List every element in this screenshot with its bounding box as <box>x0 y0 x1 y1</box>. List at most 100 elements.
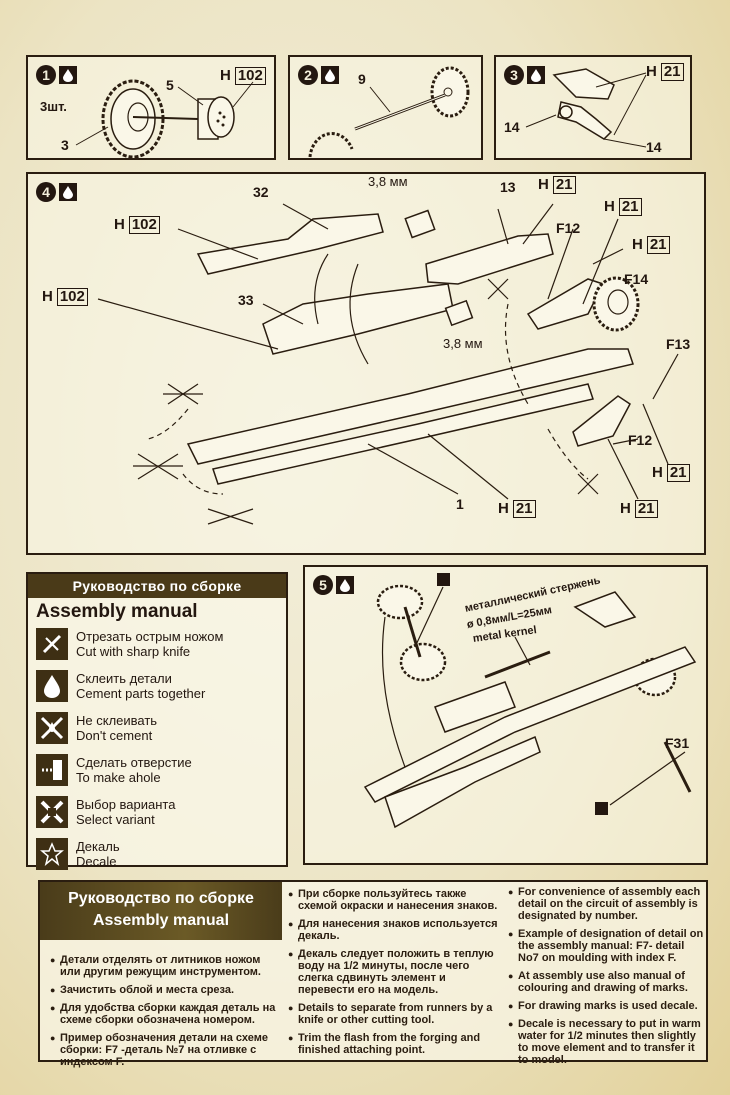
wheel-drawing <box>75 79 254 159</box>
paint-prefix: H <box>604 198 615 215</box>
chassis-drawing <box>97 203 679 525</box>
decal-star-icon <box>36 838 68 870</box>
part-label: F14 <box>624 271 649 287</box>
glue-drop-icon <box>36 670 68 702</box>
legend-text-en: Select variant <box>76 812 155 827</box>
step-4-header: 4 <box>36 182 77 202</box>
step-5-panel: 5 металлический стержень ø 0,8мм/L=25мм … <box>303 565 708 865</box>
instruction-item: При сборке пользуйтесь также схемой окра… <box>288 888 503 912</box>
legend-text-en: To make ahole <box>76 770 161 785</box>
step-2-header: 2 <box>298 65 339 85</box>
instruction-item: Пример обозначения детали на схеме сборк… <box>50 1032 282 1068</box>
instructions-panel: Руководство по сборке Assembly manual Де… <box>38 880 708 1068</box>
paint-number: 21 <box>646 236 670 254</box>
step-3-header: 3 <box>504 65 545 85</box>
instruction-item: Детали отделять от литников ножом или др… <box>50 954 282 978</box>
dimension-label: 3,8 мм <box>368 174 408 189</box>
part-label: 3 <box>61 137 69 153</box>
paint-number: 21 <box>660 63 684 81</box>
step-2-panel: 2 9 <box>288 55 483 160</box>
part-label: F31 <box>665 735 690 751</box>
paint-prefix: H <box>538 176 549 193</box>
instructions-list-ru: Детали отделять от литников ножом или др… <box>50 954 282 1074</box>
manual-header: Руководство по сборке Assembly manual <box>40 882 282 940</box>
paint-prefix: H <box>652 464 663 481</box>
knife-icon <box>36 628 68 660</box>
dimension-label: 3,8 мм <box>443 336 483 351</box>
legend-text-ru: Выбор варианта <box>76 797 176 812</box>
instruction-item: Example of designation of detail on the … <box>508 928 704 964</box>
part-label: 33 <box>238 292 254 308</box>
assembly-drawing <box>363 573 697 829</box>
legend-text-ru: Отрезать острым ножом <box>76 629 224 644</box>
paint-number: 21 <box>618 198 642 216</box>
part-label: 9 <box>358 71 366 87</box>
part-label: 13 <box>500 179 516 195</box>
legend-title-en: Assembly manual <box>36 601 198 622</box>
part-label: F12 <box>556 220 581 236</box>
instruction-item: For convenience of assembly each detail … <box>508 886 704 922</box>
paint-number: 102 <box>128 216 160 234</box>
instruction-item: For drawing marks is used decale. <box>508 1000 704 1012</box>
manual-title-ru: Руководство по сборке <box>68 890 254 907</box>
legend-text-en: Decale <box>76 854 117 869</box>
legend-text-en: Cement parts together <box>76 686 206 701</box>
instruction-item: Trim the flash from the forging and fini… <box>288 1032 503 1056</box>
part-label: 14 <box>504 119 520 135</box>
legend-text-ru: Декаль <box>76 839 120 854</box>
part-label: F13 <box>666 336 691 352</box>
instruction-item: Зачистить облой и места среза. <box>50 984 282 996</box>
paint-prefix: H <box>42 288 53 305</box>
glue-drop-icon <box>321 66 339 84</box>
instruction-item: Декаль следует положить в теплую воду на… <box>288 948 503 996</box>
quantity-label: 3шт. <box>40 99 67 114</box>
step-number: 3 <box>504 65 524 85</box>
part-label: 14 <box>646 139 662 155</box>
part-label: 1 <box>456 496 464 512</box>
instructions-list-en: For convenience of assembly each detail … <box>508 886 704 1072</box>
part-label: 5 <box>166 77 174 93</box>
paint-prefix: H <box>646 63 657 80</box>
part-label: F12 <box>628 432 653 448</box>
instructions-list-mixed: При сборке пользуйтесь также схемой окра… <box>288 888 503 1062</box>
paint-number: 21 <box>634 500 658 518</box>
step-number: 2 <box>298 65 318 85</box>
glue-drop-icon <box>527 66 545 84</box>
select-variant-icon <box>36 796 68 828</box>
step-number: 5 <box>313 575 333 595</box>
step-1-header: 1 <box>36 65 77 85</box>
no-glue-icon <box>36 712 68 744</box>
step-4-panel: 4 <box>26 172 706 555</box>
manual-title-en: Assembly manual <box>92 912 230 929</box>
instruction-item: Для нанесения знаков используется декаль… <box>288 918 503 942</box>
glue-drop-icon <box>336 576 354 594</box>
paint-prefix: H <box>220 67 231 84</box>
instruction-item: At assembly use also manual of colouring… <box>508 970 704 994</box>
legend-text-ru: Не склеивать <box>76 713 158 728</box>
legend-title-ru: Руководство по сборке <box>28 574 286 598</box>
instruction-item: Для удобства сборки каждая деталь на схе… <box>50 1002 282 1026</box>
paint-prefix: H <box>632 236 643 253</box>
legend-panel: Руководство по сборке Assembly manual От… <box>26 572 288 870</box>
step-number: 1 <box>36 65 56 85</box>
paint-prefix: H <box>620 500 631 517</box>
instruction-item: Details to separate from runners by a kn… <box>288 1002 503 1026</box>
axle-drawing <box>308 66 470 158</box>
legend-text-en: Cut with sharp knife <box>76 644 191 659</box>
